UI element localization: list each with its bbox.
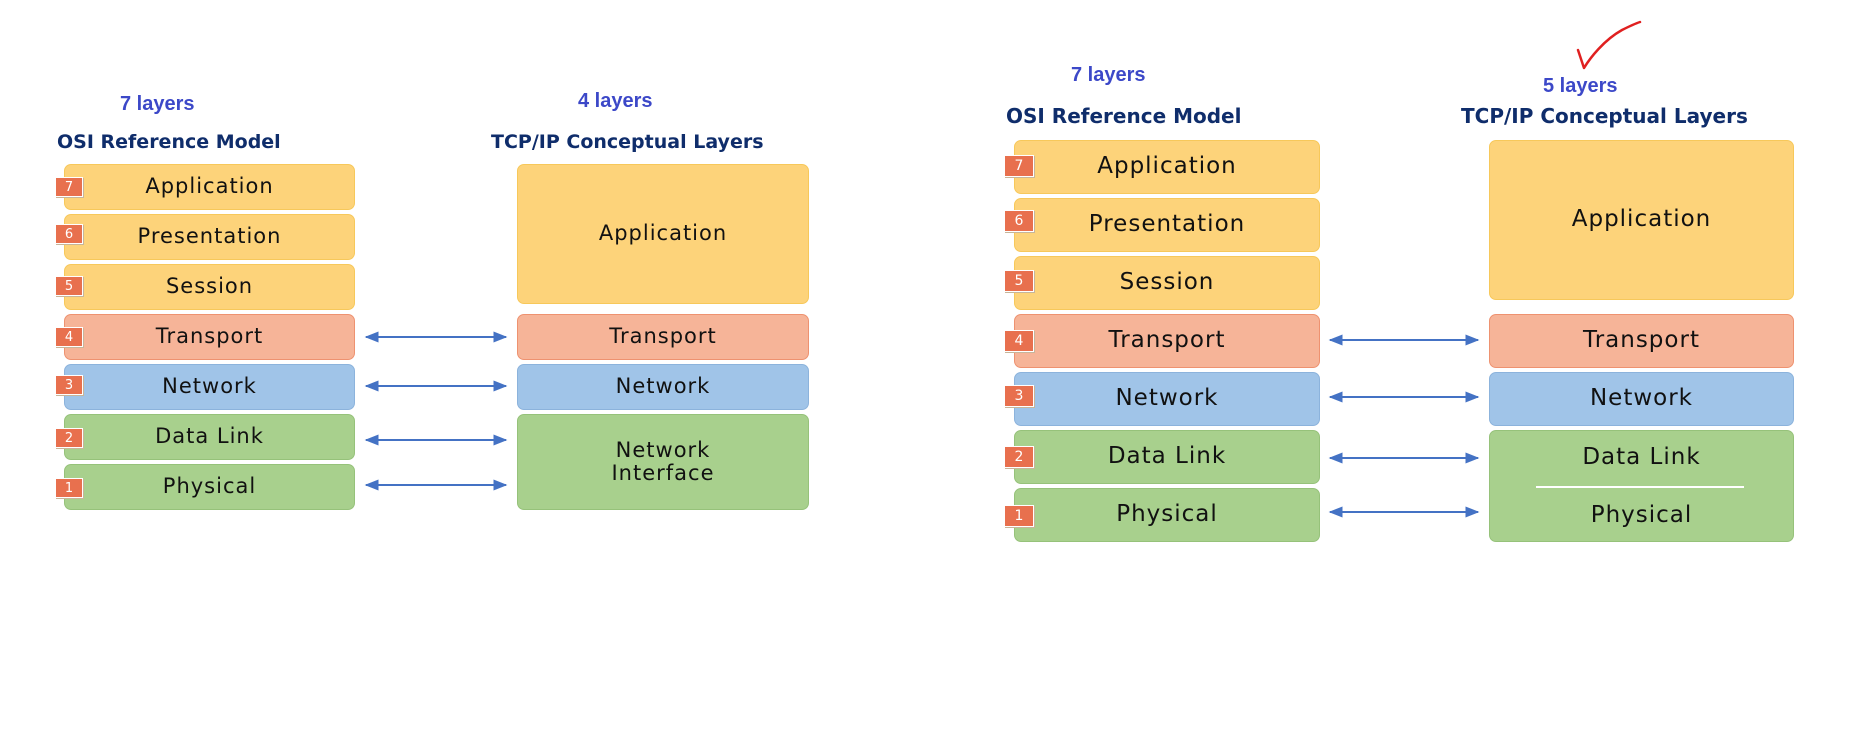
tcpip-layer-count-label: 5 layers [1543, 75, 1618, 97]
osi-layer-transport: Transport [64, 314, 355, 360]
osi-layer-label: Transport [1108, 327, 1226, 354]
osi-layer-session: Session [1014, 256, 1320, 310]
tcpip-layer-application: Application [1489, 140, 1794, 300]
tcpip-sublayer-data-link: Data Link [1490, 431, 1793, 485]
layer-number-badge: 6 [1004, 210, 1034, 232]
tcpip-model-title: TCP/IP Conceptual Layers [491, 131, 764, 153]
osi-layer-label: Data Link [155, 424, 264, 449]
tcpip-layer-label: Network [1589, 385, 1694, 412]
osi-model-title: OSI Reference Model [57, 131, 281, 153]
osi-layer-network: Network [1014, 372, 1320, 426]
tcpip-layer-transport: Transport [1489, 314, 1794, 368]
tcpip-layer-label-line1: Network [615, 437, 711, 462]
layer-number-badge: 4 [55, 327, 83, 347]
osi-layer-count-label: 7 layers [1071, 64, 1146, 86]
osi-layer-label: Application [1097, 153, 1237, 180]
sublayer-divider [1536, 486, 1744, 488]
osi-layer-network: Network [64, 364, 355, 410]
tcpip-layer-label: Application [1571, 206, 1712, 233]
osi-layer-label: Data Link [1107, 443, 1227, 470]
layer-number-badge: 2 [55, 428, 83, 448]
osi-layer-transport: Transport [1014, 314, 1320, 368]
osi-layer-label: Network [1115, 385, 1219, 412]
osi-layer-presentation: Presentation [1014, 198, 1320, 252]
osi-layer-physical: Physical [64, 464, 355, 510]
layer-number-badge: 7 [55, 177, 83, 197]
tcpip-layer-label: Network [615, 374, 711, 399]
osi-layer-label: Network [162, 374, 257, 399]
tcpip-layer-transport: Transport [517, 314, 809, 360]
layer-number-badge: 3 [1004, 385, 1034, 407]
tcpip-layer-application: Application [517, 164, 809, 304]
osi-model-title: OSI Reference Model [1006, 104, 1242, 128]
tcpip-layer-network: Network [1489, 372, 1794, 426]
osi-layer-data-link: Data Link [64, 414, 355, 460]
layer-number-badge: 4 [1004, 330, 1034, 352]
osi-layer-presentation: Presentation [64, 214, 355, 260]
osi-layer-label: Transport [155, 324, 264, 349]
layer-number-badge: 3 [55, 375, 83, 395]
tcpip-layer-label: Application [598, 221, 728, 246]
tcpip-layer-label: Data Link [1582, 444, 1701, 471]
layer-number-badge: 7 [1004, 155, 1034, 177]
osi-layer-label: Session [1119, 269, 1215, 296]
layer-number-badge: 1 [1004, 505, 1034, 527]
layer-number-badge: 5 [55, 276, 83, 296]
osi-layer-label: Presentation [1088, 211, 1246, 238]
osi-layer-application: Application [64, 164, 355, 210]
tcpip-layer-network: Network [517, 364, 809, 410]
tcpip-layer-link-physical: Data Link Physical [1489, 430, 1794, 542]
tcpip-layer-label: Transport [1583, 327, 1700, 354]
layer-number-badge: 2 [1004, 446, 1034, 468]
tcpip-sublayer-physical: Physical [1490, 489, 1793, 543]
osi-layer-label: Physical [1116, 501, 1218, 528]
tcpip-layer-label: Physical [1590, 502, 1693, 529]
tcpip-layer-label: Transport [609, 324, 717, 349]
osi-layer-physical: Physical [1014, 488, 1320, 542]
layer-number-badge: 6 [55, 224, 83, 244]
layer-number-badge: 5 [1004, 270, 1034, 292]
tcpip-layer-network-interface: Network Interface [517, 414, 809, 510]
osi-layer-count-label: 7 layers [120, 93, 195, 115]
layer-number-badge: 1 [55, 478, 83, 498]
osi-layer-label: Application [145, 174, 274, 199]
tcpip-model-title: TCP/IP Conceptual Layers [1461, 104, 1748, 128]
checkmark-icon [1576, 20, 1642, 70]
osi-layer-application: Application [1014, 140, 1320, 194]
osi-layer-label: Presentation [137, 224, 282, 249]
tcpip-layer-label-line2: Interface [611, 461, 715, 485]
osi-layer-label: Physical [162, 474, 257, 499]
tcpip-layer-count-label: 4 layers [578, 90, 653, 112]
osi-layer-label: Session [165, 274, 254, 299]
